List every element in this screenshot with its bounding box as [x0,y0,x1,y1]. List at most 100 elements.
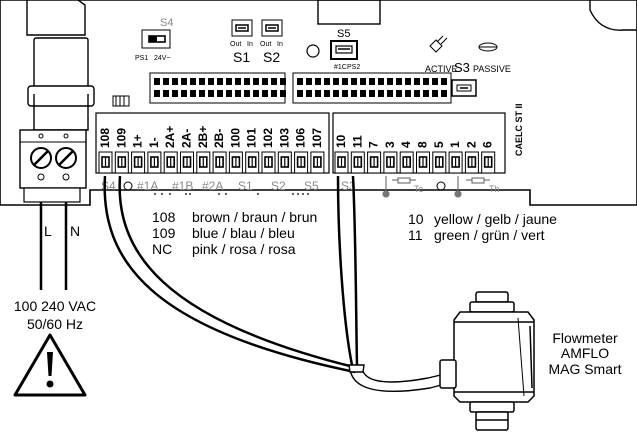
switch-s2-name: S2 [263,49,280,65]
group-dots [153,192,310,196]
group-dot [256,192,260,196]
switch-s3-left: ACTIVE [425,64,458,74]
header-pin [432,90,438,97]
header-pin [226,78,232,85]
terminal-screw [147,151,162,174]
terminal-number: 10 [334,134,348,148]
header-pin [387,90,393,97]
header-pin [172,78,178,85]
terminal-screw [399,151,414,174]
switch-s5-left: #1C [334,64,347,71]
switch-s3-name: S3 [454,60,470,75]
wire-num-109: 109 [152,225,176,241]
terminal-number: 2A- [180,129,194,148]
group-dot [296,192,300,196]
terminal-number: 103 [277,128,291,148]
terminal-screw [416,151,430,174]
switch-s4-name: S4 [160,17,173,29]
group-dot [160,192,164,196]
terminal-number: 102 [261,128,275,148]
terminal-screw [481,151,496,174]
group-dot [153,192,157,196]
wire-legend-left: 108 brown / braun / brun 109 blue / blau… [152,209,317,257]
group-dot [184,192,188,196]
header-pin [414,90,420,97]
header-pin [333,90,339,97]
terminal-screw [196,151,211,174]
header-pin [315,78,321,85]
header-pin [396,78,402,85]
header-pin [190,90,196,97]
header-pin [181,90,187,97]
switch-s5-name: S5 [337,28,350,40]
terminal-screw [448,151,463,174]
header-pin [369,90,375,97]
header-pin [217,78,223,85]
terminal-screw [131,151,146,174]
header-pin [324,78,330,85]
group-label-s5: S5 [304,179,319,193]
header-pin [324,90,330,97]
terminal-screw [180,151,194,174]
terminal-number: 6 [481,141,495,148]
terminal-number: 4 [399,141,413,148]
group-dot [188,192,192,196]
terminal-number: 11 [350,135,364,148]
power-voltage: 100 240 VAC [14,298,96,314]
header-pin [280,78,286,85]
thermistor-icon [454,176,490,198]
group-dot [224,192,228,196]
header-pin [441,78,447,85]
terminal-number: 8 [416,141,430,148]
wire-color-109: blue / blau / bleu [192,225,295,241]
wire-legend-right: 10 yellow / gelb / jaune 11 green / grün… [408,211,557,243]
header-pin [244,78,250,85]
header-pin [297,78,303,85]
terminal-screw [245,151,260,174]
header-pin [387,78,393,85]
terminal-number: 5 [432,141,446,148]
header-pin [172,90,178,97]
group-label-tc: Tc [414,184,424,194]
header-pin [378,90,384,97]
power-wires [39,202,68,290]
switch-s4-right: 24V~ [154,55,171,62]
active-symbol-icon [429,35,448,53]
switch-s1-left: Out [230,41,241,48]
board-hole [306,44,320,58]
header-pin [306,90,312,97]
header-pin [235,78,241,85]
header-pin [190,78,196,85]
power-frequency: 50/60 Hz [27,316,83,332]
header-pin [199,90,205,97]
terminal-screw [114,151,129,174]
terminal-number: 1 [448,141,462,148]
cable-wires [103,175,359,374]
switch-s1-name: S1 [233,49,250,65]
group-dot [291,192,295,196]
header-pin [423,78,429,85]
board-corner-cutout [589,0,637,31]
group-label-1a: #1A [137,179,158,193]
terminal-number: 106 [294,128,308,148]
terminal-number: 1+ [131,134,145,148]
power-label-n: N [70,223,80,239]
wire-num-11: 11 [408,227,423,243]
wire-num-108: 108 [152,209,176,225]
pin-header-left [149,72,286,104]
terminal-number: 2B+ [196,126,210,148]
terminal-screw [367,151,382,174]
wire-color-108: brown / braun / brun [192,209,317,225]
wire-num-10: 10 [408,211,424,227]
header-pin [342,78,348,85]
header-pin [244,90,250,97]
device-line-3: MAG Smart [548,361,621,377]
header-pin [414,78,420,85]
header-pin [208,78,214,85]
group-label-1b: #1B [172,179,193,193]
terminal-screw [261,151,276,174]
header-pin [199,78,205,85]
group-label-th: Th [489,184,500,194]
terminal-number: 1- [147,137,161,148]
